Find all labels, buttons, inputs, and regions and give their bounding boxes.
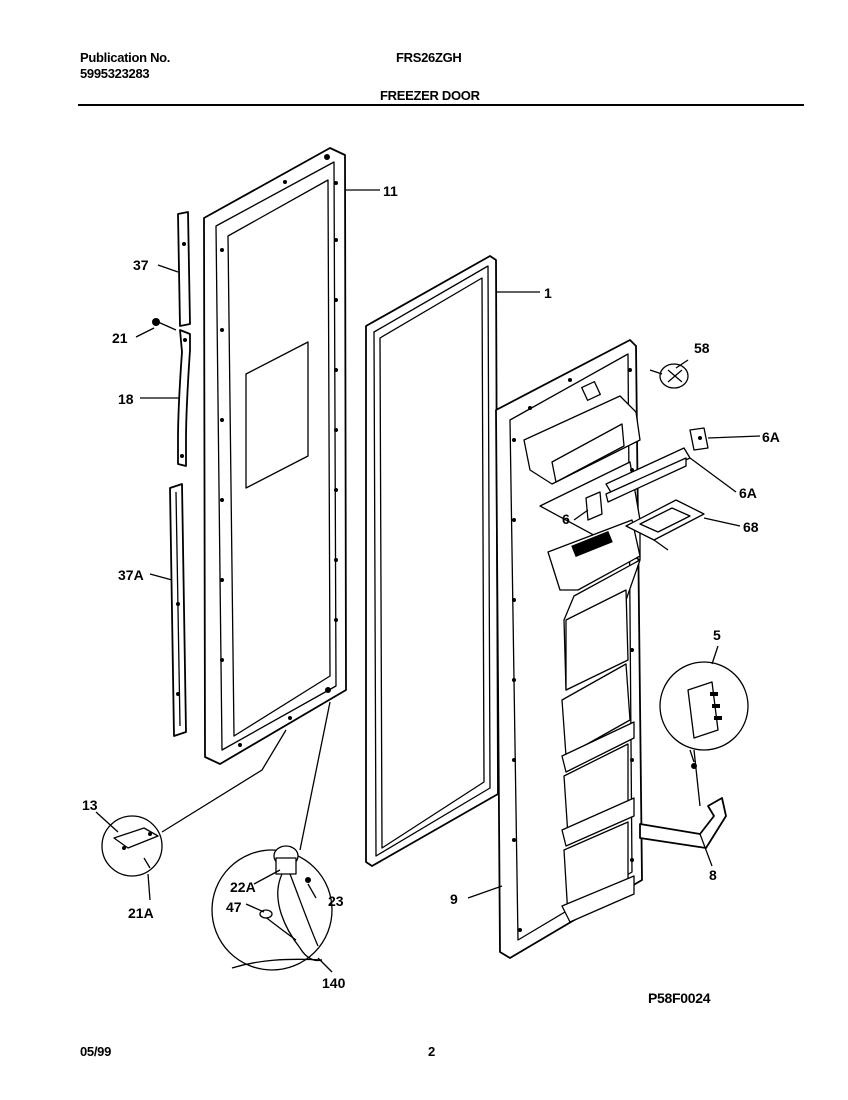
section-title: FREEZER DOOR xyxy=(380,88,480,103)
callout-11: 11 xyxy=(383,183,398,199)
callout-6A: 6A xyxy=(739,485,757,501)
bracket-6 xyxy=(585,491,603,521)
callout-37A: 37A xyxy=(118,567,144,583)
leader-lines xyxy=(95,189,761,973)
detail-circle-5 xyxy=(659,661,749,751)
callout-68: 68 xyxy=(743,519,759,535)
lever-6A xyxy=(605,447,691,503)
door-handle xyxy=(177,329,191,467)
callout-140: 140 xyxy=(322,975,346,991)
model-number: FRS26ZGH xyxy=(396,50,462,65)
clip-6A-top xyxy=(689,427,709,451)
page-number: 2 xyxy=(428,1044,435,1059)
bracket-8 xyxy=(639,749,727,849)
callout-8: 8 xyxy=(709,867,717,883)
header-rule xyxy=(78,104,804,106)
publication-label: Publication No. xyxy=(80,50,171,65)
callout-9: 9 xyxy=(450,891,458,907)
callout-1: 1 xyxy=(544,285,552,301)
detail-circle-wiring xyxy=(211,845,333,971)
screw-21 xyxy=(152,318,177,331)
callout-6: 6 xyxy=(562,511,570,527)
inner-door-liner xyxy=(495,339,643,959)
callout-18: 18 xyxy=(118,391,134,407)
callout-13: 13 xyxy=(82,797,98,813)
handle-trim-upper xyxy=(177,211,191,327)
callout-6A-top: 6A xyxy=(762,429,780,445)
callout-23: 23 xyxy=(328,893,344,909)
callout-5: 5 xyxy=(713,627,721,643)
screw-58 xyxy=(649,363,689,389)
callout-21: 21 xyxy=(112,330,128,346)
door-gasket xyxy=(365,255,499,867)
actuator-68 xyxy=(625,499,705,551)
handle-trim-lower xyxy=(169,483,187,737)
callout-58: 58 xyxy=(694,340,710,356)
figure-code: P58F0024 xyxy=(648,990,711,1006)
footer-date: 05/99 xyxy=(80,1044,112,1059)
outer-door-panel xyxy=(203,147,347,765)
callout-22A: 22A xyxy=(230,879,256,895)
callout-21A: 21A xyxy=(128,905,154,921)
publication-number: 5995323283 xyxy=(80,66,150,81)
callout-37: 37 xyxy=(133,257,149,273)
callout-47: 47 xyxy=(226,899,242,915)
